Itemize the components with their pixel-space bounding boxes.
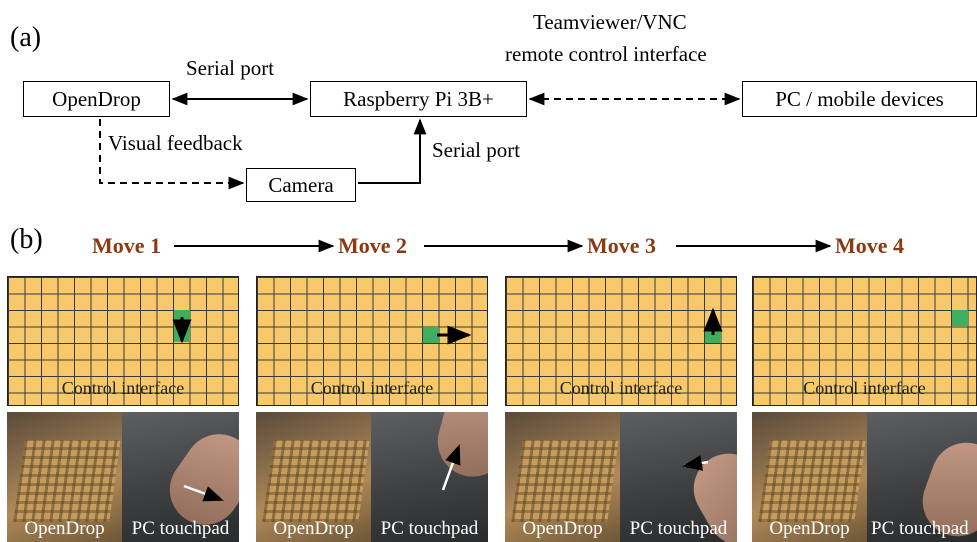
touchpad-caption: PC touchpad <box>131 518 230 539</box>
pc-mobile-box: PC / mobile devices <box>742 81 977 117</box>
opendrop-caption: OpenDrop <box>273 518 354 539</box>
serial-port-label-top: Serial port <box>186 56 275 80</box>
visual-feedback-label: Visual feedback <box>108 131 243 155</box>
arrow-camera-raspberry <box>358 118 427 184</box>
move-up-arrow <box>703 307 723 335</box>
opendrop-photo-move-3: OpenDrop <box>505 412 620 542</box>
opendrop-caption: OpenDrop <box>24 518 105 539</box>
opendrop-caption: OpenDrop <box>769 518 850 539</box>
swipe-arrow <box>183 484 224 502</box>
control-grid-move-1[interactable]: Control interface <box>7 276 239 406</box>
move-down-arrow <box>172 317 192 344</box>
touchpad-caption: PC touchpad <box>871 518 969 539</box>
panel-b-label: (b) <box>10 224 43 255</box>
opendrop-chip-image <box>13 440 121 522</box>
opendrop-box: OpenDrop <box>23 81 170 117</box>
camera-box: Camera <box>246 168 356 202</box>
opendrop-chip-image <box>262 440 370 522</box>
control-grid-move-4[interactable]: Control interface <box>752 276 977 406</box>
serial-port-label-right: Serial port <box>432 138 521 162</box>
opendrop-photo-move-4: OpenDrop <box>752 412 867 542</box>
touchpad-caption: PC touchpad <box>380 518 479 539</box>
control-interface-label: Control interface <box>61 378 185 398</box>
opendrop-photo-move-2: OpenDrop <box>256 412 371 542</box>
move-2-label: Move 2 <box>338 233 408 258</box>
move-1-label: Move 1 <box>92 233 162 258</box>
remote-label-line1: Teamviewer/VNC <box>533 10 687 34</box>
droplet-cell <box>952 310 968 326</box>
raspberry-pi-box: Raspberry Pi 3B+ <box>310 81 527 117</box>
swipe-arrow <box>441 444 461 491</box>
panel-a-label: (a) <box>10 22 42 53</box>
droplet-cell <box>423 327 439 343</box>
opendrop-photo-move-1: OpenDrop <box>7 412 122 542</box>
move-4-label: Move 4 <box>835 233 905 258</box>
touchpad-caption: PC touchpad <box>629 518 728 539</box>
arrow-opendrop-camera <box>99 119 245 190</box>
opendrop-chip-image <box>758 440 866 522</box>
touchpad-photo-move-4: PC touchpad <box>867 412 977 542</box>
opendrop-chip-image <box>511 440 619 522</box>
touchpad-photo-move-2: PC touchpad <box>371 412 488 542</box>
swipe-arrow <box>682 455 709 471</box>
control-grid-move-2[interactable]: Control interface <box>256 276 488 406</box>
touchpad-photo-move-3: PC touchpad <box>620 412 737 542</box>
remote-label-line2: remote control interface <box>505 42 707 66</box>
move-3-label: Move 3 <box>587 233 657 258</box>
control-grid-move-3[interactable]: Control interface <box>505 276 737 406</box>
control-interface-label: Control interface <box>559 378 683 398</box>
touchpad-photo-move-1: PC touchpad <box>122 412 239 542</box>
move-right-arrow <box>437 325 472 345</box>
opendrop-caption: OpenDrop <box>522 518 603 539</box>
control-interface-label: Control interface <box>310 378 434 398</box>
control-interface-label: Control interface <box>803 378 926 398</box>
